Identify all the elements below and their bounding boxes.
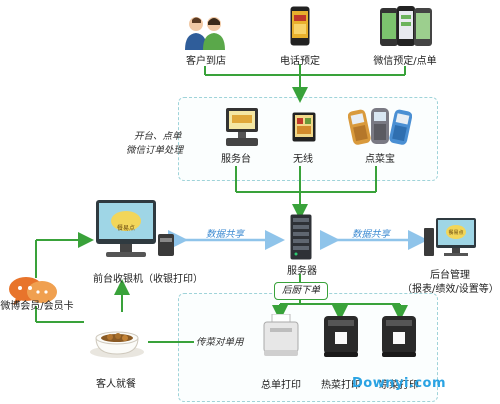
side-note-line2: 微信订单处理 [126,145,184,156]
summary-printer-label: 总单打印 [261,380,301,391]
front-desk-screen-text: 餐易点 [116,225,135,232]
hot-printer-label: 热菜打印 [321,380,361,391]
share-left-label: 数据共享 [206,229,245,240]
service-desk-label: 服务台 [221,154,251,165]
front-desk-computer-icon [94,200,176,264]
watermark: Downyi.com [352,376,447,391]
backend-screen-text: 餐易点 [448,230,464,236]
side-note-line1: 开台、点单 [134,131,182,142]
server-label: 服务器 [287,266,317,277]
phone-icon [290,6,310,46]
phone-label: 电话预定 [280,56,320,67]
service-desk-terminal-icon [222,106,262,148]
front-desk-label: 前台收银机（收银打印） [93,274,203,285]
share-right-label: 数据共享 [352,229,391,240]
guest-dining-icon [88,320,146,360]
wechat-phones-icon [380,6,432,48]
ordering-device-label: 点菜宝 [365,154,395,165]
backend-label-line2: （报表/绩效/设置等） [402,284,499,295]
kitchen-order-pill: 后厨下单 [274,282,328,300]
wireless-tablet-icon [292,112,316,142]
chat-bubbles-icon [8,276,58,306]
wireless-label: 无线 [293,154,313,165]
walk-in-label: 客户到店 [186,56,226,67]
server-rack-icon [290,214,312,260]
member-label: 微博会员/会员卡 [0,301,74,312]
hot-printer-icon [322,312,360,358]
wechat-label: 微信预定/点单 [373,56,437,67]
backend-computer-icon [424,218,476,258]
summary-printer-icon [262,314,300,358]
serve-slip-label: 传菜对单用 [196,337,244,348]
backend-label-line1: 后台管理 [430,270,470,281]
walk-in-customers-icon [183,14,227,50]
cold-printer-icon [380,312,418,358]
guest-label: 客人就餐 [96,379,136,390]
cold-printer-label: 凉菜打印 [379,380,419,391]
ordering-device-icon [348,104,412,148]
